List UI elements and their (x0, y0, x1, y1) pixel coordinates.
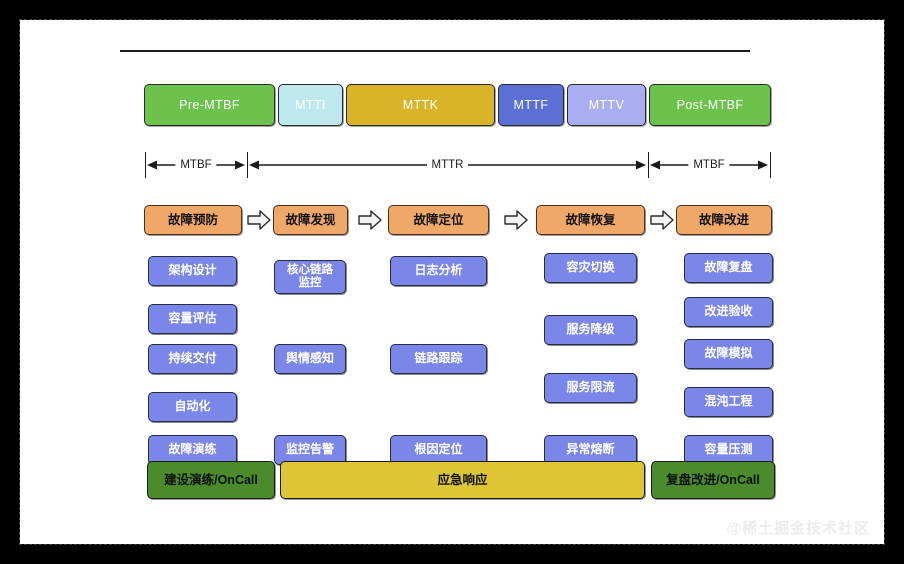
stage-box-1[interactable]: 故障发现 (273, 205, 348, 235)
capability-box-detection-0[interactable]: 核心链路 监控 (274, 260, 346, 294)
capability-box-detection-1[interactable]: 舆情感知 (274, 344, 346, 374)
capability-box-recovery-1[interactable]: 服务降级 (544, 315, 637, 345)
capability-box-prevention-3[interactable]: 自动化 (148, 392, 237, 422)
measure-tick-2 (648, 152, 649, 178)
phase-box-mttf: MTTF (498, 84, 564, 126)
capability-box-localization-0[interactable]: 日志分析 (390, 256, 487, 286)
watermark: @稀土掘金技术社区 (726, 520, 870, 537)
measure-tick-0 (145, 152, 146, 178)
capability-box-recovery-3[interactable]: 异常熔断 (544, 435, 637, 465)
flow-arrow-4-icon (650, 210, 674, 230)
footer-box-0[interactable]: 建设演练/OnCall (147, 461, 275, 499)
capability-box-improvement-3[interactable]: 混沌工程 (684, 387, 773, 417)
stage-box-4[interactable]: 故障改进 (676, 205, 772, 235)
capability-box-prevention-0[interactable]: 架构设计 (148, 256, 237, 286)
measure-arrow-mtbf-2 (650, 160, 768, 170)
capability-box-recovery-0[interactable]: 容灾切换 (544, 253, 637, 283)
phase-box-pre-mtbf: Pre-MTBF (144, 84, 275, 126)
capability-box-localization-1[interactable]: 链路跟踪 (390, 344, 487, 374)
phase-box-mttv: MTTV (567, 84, 646, 126)
stage-box-2[interactable]: 故障定位 (388, 205, 489, 235)
measure-arrow-mttr-1 (249, 160, 646, 170)
capability-box-improvement-1[interactable]: 改进验收 (684, 297, 773, 327)
measure-label-0: MTBF (175, 159, 217, 171)
capability-box-prevention-2[interactable]: 持续交付 (148, 344, 237, 374)
measure-tick-1 (247, 152, 248, 178)
capability-box-recovery-2[interactable]: 服务限流 (544, 373, 637, 403)
capability-box-improvement-2[interactable]: 故障模拟 (684, 339, 773, 369)
capability-box-prevention-1[interactable]: 容量评估 (148, 304, 237, 334)
footer-box-1[interactable]: 应急响应 (280, 461, 645, 499)
phase-box-mtti: MTTI (278, 84, 343, 126)
measure-label-1: MTTR (426, 159, 469, 171)
title-divider (120, 50, 750, 52)
phase-box-post-mtbf: Post-MTBF (649, 84, 771, 126)
footer-box-2[interactable]: 复盘改进/OnCall (651, 461, 775, 499)
phase-box-mttk: MTTK (346, 84, 495, 126)
flow-arrow-1-icon (247, 210, 271, 230)
flow-arrow-3-icon (504, 210, 528, 230)
capability-box-improvement-0[interactable]: 故障复盘 (684, 253, 773, 283)
measure-label-2: MTBF (688, 159, 730, 171)
flow-arrow-2-icon (358, 210, 382, 230)
stage-box-0[interactable]: 故障预防 (144, 205, 242, 235)
capability-box-prevention-4[interactable]: 故障演练 (148, 435, 237, 465)
measure-arrow-mtbf-0 (147, 160, 245, 170)
measure-tick-3 (770, 152, 771, 178)
stage-box-3[interactable]: 故障恢复 (536, 205, 645, 235)
capability-box-improvement-4[interactable]: 容量压测 (684, 435, 773, 465)
